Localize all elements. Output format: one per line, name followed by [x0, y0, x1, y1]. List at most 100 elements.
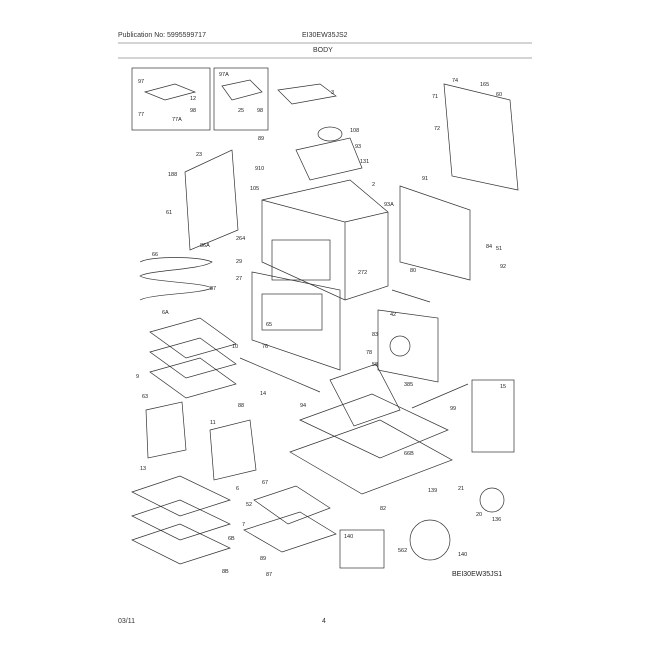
label-6a: 6A — [162, 310, 169, 316]
label-27: 27 — [236, 276, 242, 282]
label-15: 15 — [500, 384, 506, 390]
section-title: BODY — [313, 47, 333, 54]
label-140: 140 — [344, 534, 353, 540]
label-77: 77 — [138, 112, 144, 118]
label-188: 188 — [168, 172, 177, 178]
oven-cavity-top-edge — [344, 211, 389, 223]
label-89: 89 — [258, 136, 264, 142]
label-20: 20 — [476, 512, 482, 518]
floor-insulation — [329, 363, 401, 427]
label-6: 6 — [236, 486, 239, 492]
label-77a: 77A — [172, 117, 182, 123]
right-back-panel — [399, 185, 471, 281]
heating-element — [139, 257, 213, 301]
label-84: 84 — [486, 244, 492, 250]
oven-cavity-lower — [251, 271, 341, 371]
rack-support-right — [209, 419, 257, 481]
label-52: 52 — [246, 502, 252, 508]
model-number: EI30EW35JS2 — [302, 32, 348, 39]
label-76: 76 — [262, 344, 268, 350]
label-72: 72 — [434, 126, 440, 132]
oven-rack-3 — [131, 523, 231, 565]
label-67: 67 — [262, 480, 268, 486]
label-94: 94 — [300, 403, 306, 409]
rear-panel-hole — [389, 335, 411, 357]
label-9: 9 — [136, 374, 139, 380]
label-272: 272 — [358, 270, 367, 276]
label-165: 165 — [480, 82, 489, 88]
blower-part — [317, 126, 343, 142]
label-2: 2 — [372, 182, 375, 188]
oven-rack-2 — [131, 499, 231, 541]
label-93: 93 — [355, 144, 361, 150]
bottom-tray — [289, 419, 453, 495]
label-42: 42 — [390, 312, 396, 318]
bake-element-cover — [243, 511, 337, 553]
label-66: 66 — [152, 252, 158, 258]
label-78: 78 — [366, 350, 372, 356]
inset-box-140 — [339, 529, 385, 569]
label-74: 74 — [452, 78, 458, 84]
inset-box-15 — [471, 379, 515, 453]
diagram-code: BEI30EW35JS1 — [452, 571, 502, 578]
rack-support-left — [145, 401, 187, 459]
label-11: 11 — [210, 420, 216, 426]
lower-cavity-opening — [261, 293, 323, 331]
label-98: 98 — [190, 108, 196, 114]
label-98b: 98 — [257, 108, 263, 114]
oven-cavity-edge — [261, 199, 346, 300]
oven-floor — [299, 393, 449, 459]
label-61: 61 — [166, 210, 172, 216]
fan-motor — [479, 487, 505, 513]
rear-panel — [377, 309, 439, 383]
footer-page-number: 4 — [322, 618, 326, 625]
publication-number: Publication No: 5995599717 — [118, 32, 206, 39]
label-108: 108 — [350, 128, 359, 134]
label-88: 88 — [238, 403, 244, 409]
label-13: 13 — [140, 466, 146, 472]
top-right-panel — [443, 83, 519, 191]
convection-fan — [409, 519, 451, 561]
label-23: 23 — [196, 152, 202, 158]
label-71: 71 — [432, 94, 438, 100]
inset-box-97 — [131, 67, 211, 131]
label-12: 12 — [190, 96, 196, 102]
label-83: 83 — [372, 332, 378, 338]
inset-part-97 — [143, 83, 197, 101]
trim-bar-99 — [411, 383, 469, 409]
label-6b: 6B — [228, 536, 235, 542]
label-3: 3 — [331, 90, 334, 96]
bake-element-frame — [253, 485, 331, 525]
left-side-panel — [184, 149, 239, 251]
label-80: 80 — [410, 268, 416, 274]
label-92: 92 — [500, 264, 506, 270]
rack-upper — [149, 317, 237, 359]
label-264: 264 — [236, 236, 245, 242]
label-87: 87 — [266, 572, 272, 578]
label-131: 131 — [360, 159, 369, 165]
label-14: 14 — [260, 391, 266, 397]
label-8b: 8B — [222, 569, 229, 575]
label-63: 63 — [142, 394, 148, 400]
label-93a: 93A — [384, 202, 394, 208]
label-99: 99 — [450, 406, 456, 412]
label-136: 136 — [492, 517, 501, 523]
label-89b: 89 — [260, 556, 266, 562]
oven-rack-1 — [131, 475, 231, 517]
inset-box-97a — [213, 67, 269, 131]
label-97a: 97A — [219, 72, 229, 78]
label-60: 60 — [496, 92, 502, 98]
label-105: 105 — [250, 186, 259, 192]
label-51: 51 — [496, 246, 502, 252]
label-91: 91 — [422, 176, 428, 182]
label-37: 37 — [210, 286, 216, 292]
upper-cavity-opening — [271, 239, 331, 281]
label-139: 139 — [428, 488, 437, 494]
label-86a: 86A — [200, 243, 210, 249]
broil-pan — [149, 357, 237, 399]
label-97: 97 — [138, 79, 144, 85]
footer-date: 03/11 — [118, 618, 135, 625]
label-25: 25 — [238, 108, 244, 114]
label-21: 21 — [458, 486, 464, 492]
